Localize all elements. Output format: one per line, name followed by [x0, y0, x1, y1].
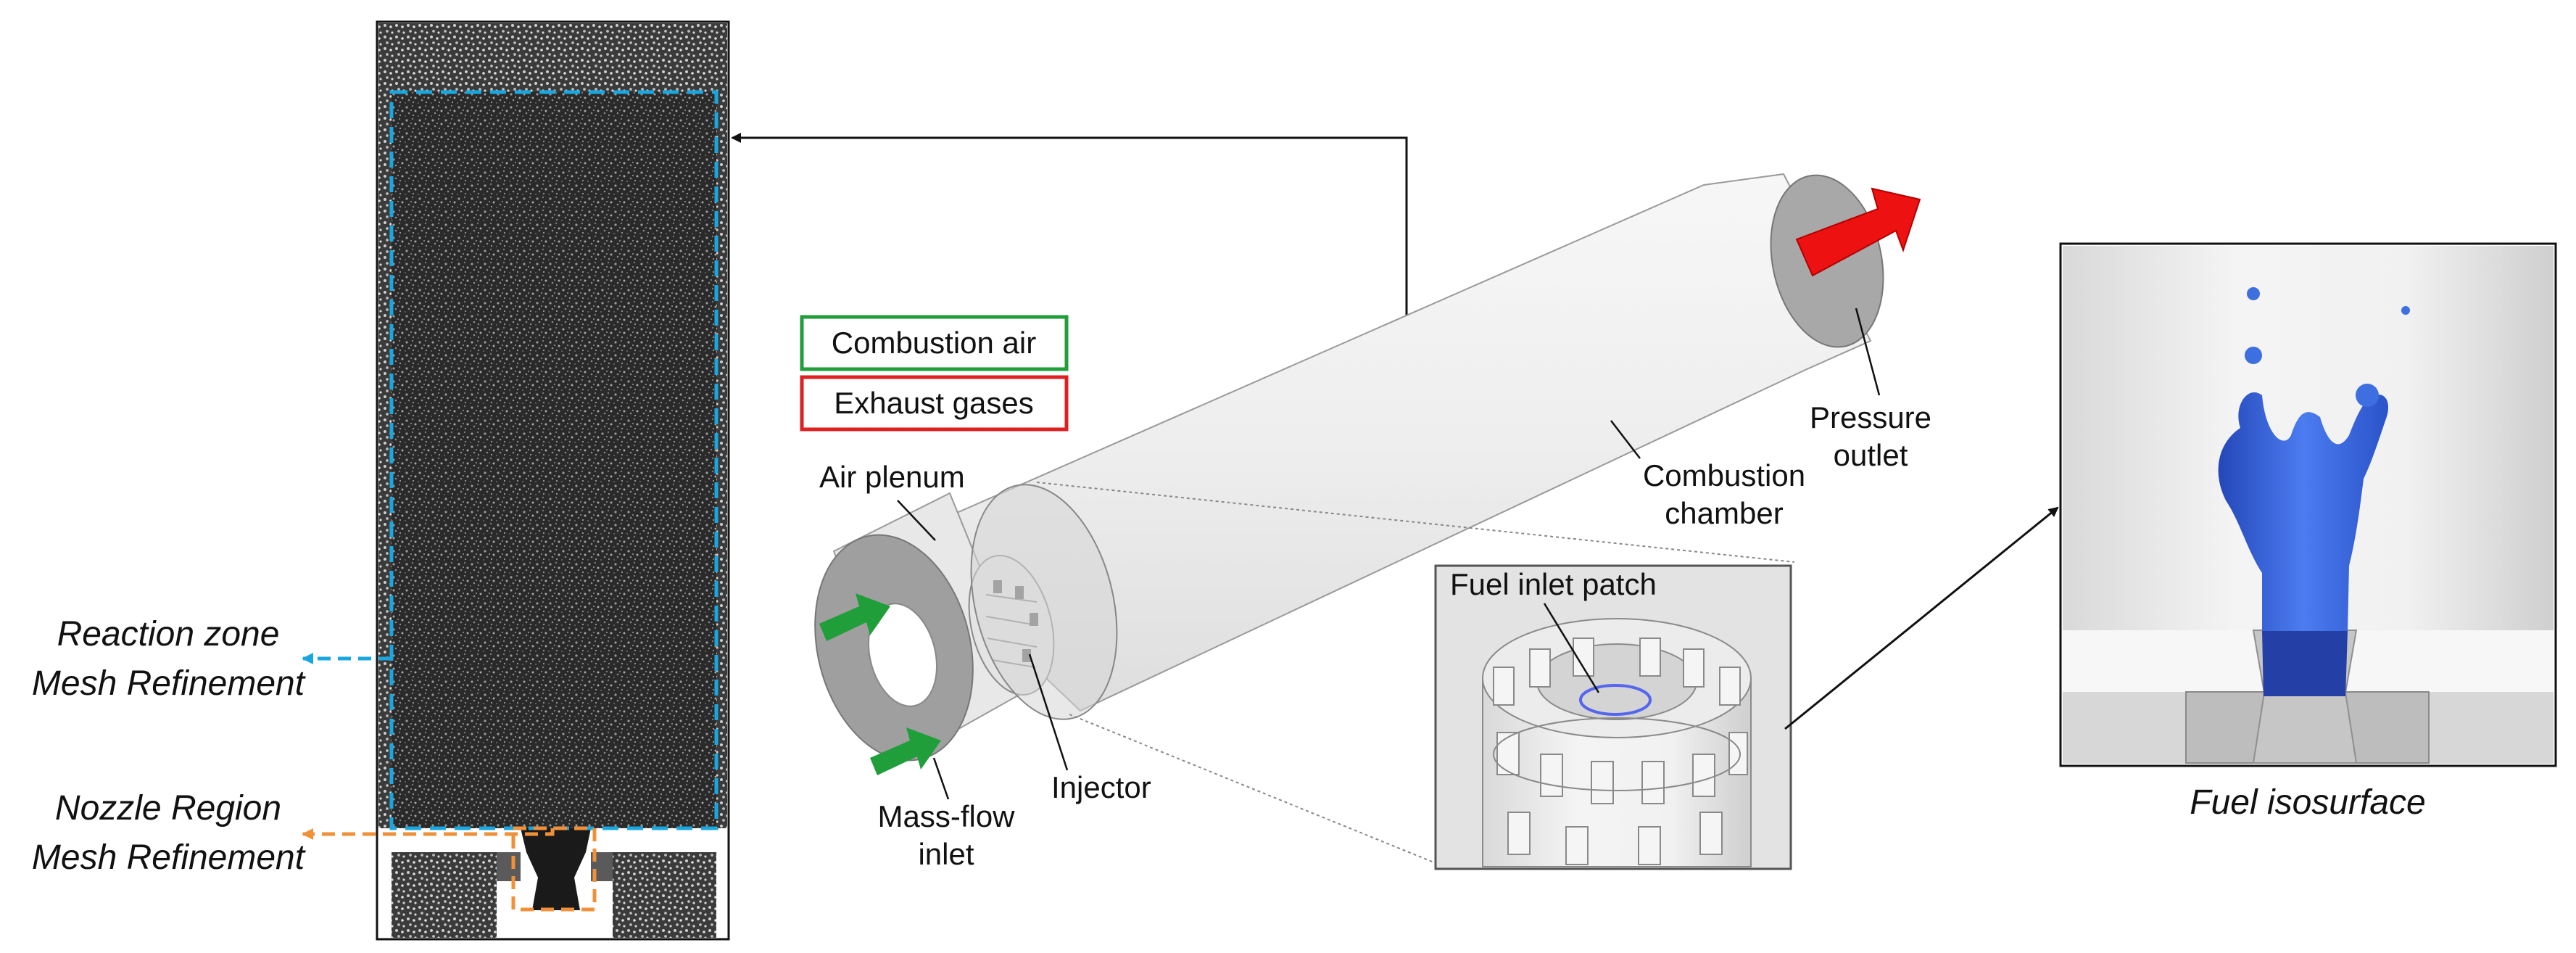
mesh-bottom-right	[613, 852, 716, 938]
air-plenum-leader	[897, 500, 936, 541]
mesh-nozzle-step	[497, 852, 613, 881]
chamber-to-mesh-arrow	[731, 133, 1408, 357]
injector-leader	[1028, 653, 1069, 771]
air-inlet-arrow-top	[819, 593, 890, 641]
legend-air-label: Combustion air	[832, 326, 1036, 360]
mesh-side-right	[716, 92, 727, 828]
nozzle-region-line1: Nozzle Region	[55, 789, 281, 828]
nozzle-region-line2: Mesh Refinement	[32, 838, 306, 877]
legend-exhaust-box	[800, 375, 1069, 432]
fuel-inlet-patch-leader	[1543, 603, 1600, 693]
pressure-outlet-line1: Pressure	[1810, 400, 1931, 434]
pressure-outlet-leader	[1855, 308, 1881, 396]
fuel-isosurface-blob-4	[2356, 384, 2379, 407]
zoom-guide-top	[1036, 482, 1795, 563]
combustion-chamber-line1: Combustion	[1643, 458, 1805, 492]
inset-to-isosurface-arrow	[1784, 506, 2059, 730]
mass-flow-label-line2: inlet	[918, 837, 974, 871]
combustion-chamber-line2: chamber	[1665, 496, 1783, 530]
reaction-zone-label: Reaction zone Mesh Refinement	[32, 615, 306, 703]
inlet-hole	[867, 603, 938, 707]
combustor-model	[814, 173, 1921, 864]
isosurface-panel	[2059, 242, 2557, 767]
legend-air-box	[800, 315, 1069, 371]
inset-swirl-slots	[1493, 638, 1748, 865]
mesh-side-left	[378, 92, 392, 828]
mesh-panel	[376, 20, 730, 941]
air-plenum-label: Air plenum	[819, 460, 965, 494]
exhaust-outlet-arrow	[1795, 187, 1921, 277]
legend-exhaust-label: Exhaust gases	[834, 386, 1034, 420]
mass-flow-leader	[932, 757, 950, 800]
mesh-bottom-left	[392, 852, 497, 938]
inset-bowl	[1536, 643, 1697, 720]
fuel-isosurface-blob-3	[2401, 306, 2410, 315]
fuel-isosurface-plume	[2218, 392, 2389, 631]
injector-label: Injector	[1051, 770, 1151, 804]
zoom-guide-bottom	[1069, 714, 1436, 864]
mesh-top-coarse	[378, 23, 727, 92]
mesh-reaction-zone	[392, 92, 716, 828]
mesh-nozzle-region	[521, 828, 591, 910]
fuel-inlet-patch-label: Fuel inlet patch	[1450, 567, 1657, 601]
fuel-isosurface-caption: Fuel isosurface	[2190, 783, 2425, 822]
fuel-isosurface-blob-2	[2245, 347, 2262, 364]
legend: Combustion air Exhaust gases	[800, 315, 1069, 432]
nozzle-region-label: Nozzle Region Mesh Refinement	[32, 789, 306, 877]
nozzle-region-leader	[302, 828, 555, 840]
dome-plate	[970, 484, 1118, 720]
reaction-zone-line2: Mesh Refinement	[32, 664, 306, 703]
fuel-isosurface-core	[2262, 631, 2348, 696]
air-inlet-arrow-bottom	[870, 727, 941, 775]
fuel-inlet-inset: Fuel inlet patch	[1434, 564, 1792, 870]
inset-lower-ring	[1493, 717, 1741, 791]
pressure-outlet-line2: outlet	[1834, 438, 1908, 472]
component-labels: Air plenum Mass-flow inlet Injector Comb…	[819, 308, 1931, 871]
combustion-chamber-leader	[1610, 420, 1641, 459]
fuel-isosurface-blob-1	[2247, 287, 2260, 300]
mass-flow-label-line1: Mass-flow	[877, 799, 1015, 833]
reaction-zone-line1: Reaction zone	[57, 615, 280, 653]
inset-fuel-patch	[1579, 684, 1652, 716]
